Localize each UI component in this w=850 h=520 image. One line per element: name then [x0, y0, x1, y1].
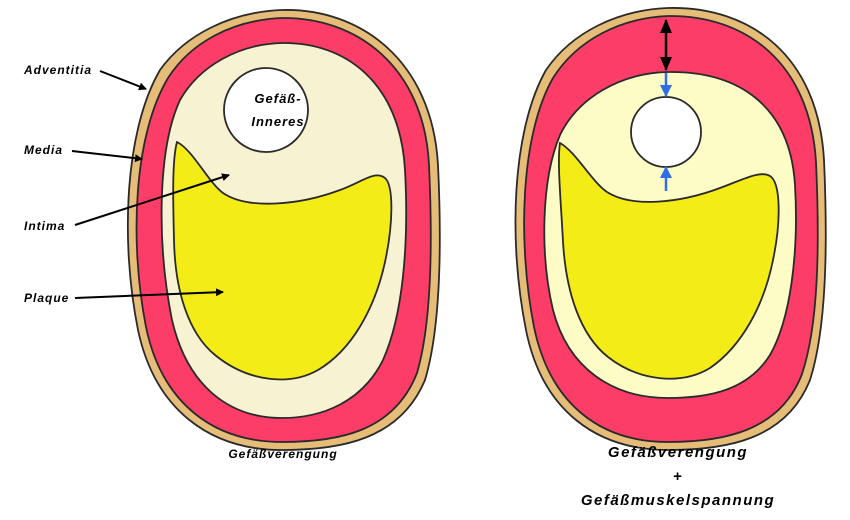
right-vessel: [515, 8, 825, 450]
media-arrow: [72, 151, 142, 159]
right-caption-plus: +: [673, 468, 683, 485]
left-caption: Gefäßverengung: [228, 447, 337, 461]
label-intima: Intima: [24, 219, 65, 233]
right-caption-line2: Gefäßmuskelspannung: [581, 492, 775, 509]
lumen-label-line2: Inneres: [251, 114, 304, 129]
label-plaque: Plaque: [24, 291, 69, 305]
right-caption-line1: Gefäßverengung: [608, 444, 748, 461]
adventitia-arrow: [100, 71, 146, 89]
lumen-label-line1: Gefäß-: [254, 91, 301, 106]
label-adventitia: Adventitia: [23, 63, 92, 77]
right-lumen: [631, 97, 701, 167]
label-media: Media: [24, 143, 63, 157]
left-lumen: [224, 68, 308, 152]
left-vessel: Gefäß- Inneres: [128, 10, 440, 450]
